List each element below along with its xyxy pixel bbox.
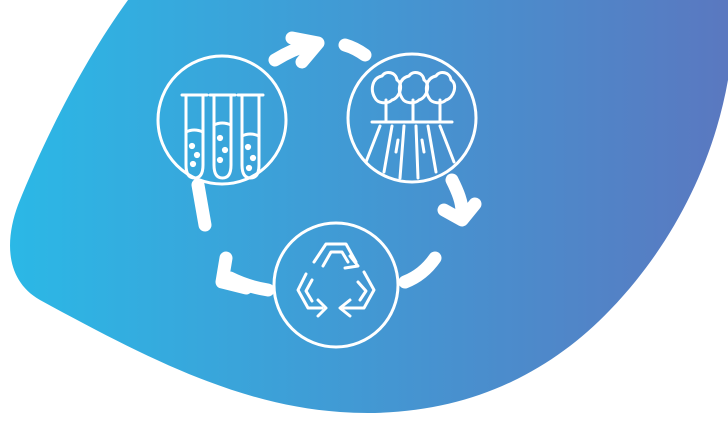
cycle-arrow-icon (437, 173, 482, 227)
test-tubes-icon (156, 54, 288, 186)
recycle-icon (272, 221, 400, 349)
cycle-arrow-icon (338, 38, 372, 62)
background-blob (10, 0, 728, 413)
trees-field-icon (346, 52, 478, 184)
cycle-arrow-icon (191, 178, 442, 297)
cycle-arrow-icon (268, 31, 325, 69)
